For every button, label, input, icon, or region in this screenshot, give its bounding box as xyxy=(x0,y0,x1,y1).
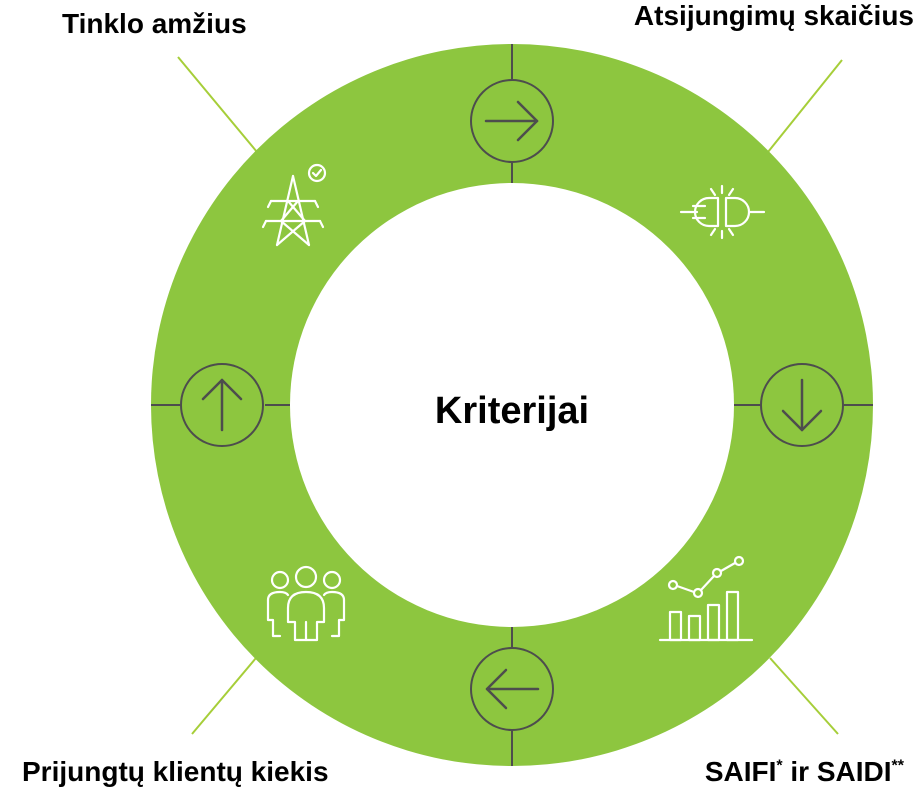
arrow-up-icon xyxy=(180,363,264,447)
arrow-left-icon xyxy=(470,647,554,731)
saidi-footnote-mark: ** xyxy=(891,757,904,775)
growth-bar-chart-icon xyxy=(658,555,754,642)
arrow-down-icon xyxy=(760,363,844,447)
saifi-text: SAIFI xyxy=(704,756,777,787)
center-title: Kriterijai xyxy=(434,390,590,432)
power-tower-check-icon xyxy=(261,163,327,247)
ring-dividers xyxy=(151,44,873,766)
people-group-icon xyxy=(266,565,346,642)
leader-line-top-right xyxy=(767,59,843,153)
leader-line-top-left xyxy=(177,56,258,153)
criterion-label-disconnections: Atsijungimų skaičius xyxy=(633,0,914,31)
leader-line-bottom-right xyxy=(769,657,839,735)
saifi-footnote-mark: * xyxy=(776,757,783,775)
inner-circle xyxy=(290,183,734,627)
criterion-label-connected-clients: Prijungtų klientų kiekis xyxy=(22,756,329,787)
criterion-label-network-age: Tinklo amžius xyxy=(62,8,247,39)
arrow-right-icon xyxy=(470,79,554,163)
criterion-label-saifi-saidi: SAIFI* ir SAIDI** xyxy=(705,756,904,788)
leader-line-bottom-left xyxy=(191,657,257,735)
unplugged-connector-icon xyxy=(679,184,766,240)
saidi-text: ir SAIDI xyxy=(782,756,892,787)
